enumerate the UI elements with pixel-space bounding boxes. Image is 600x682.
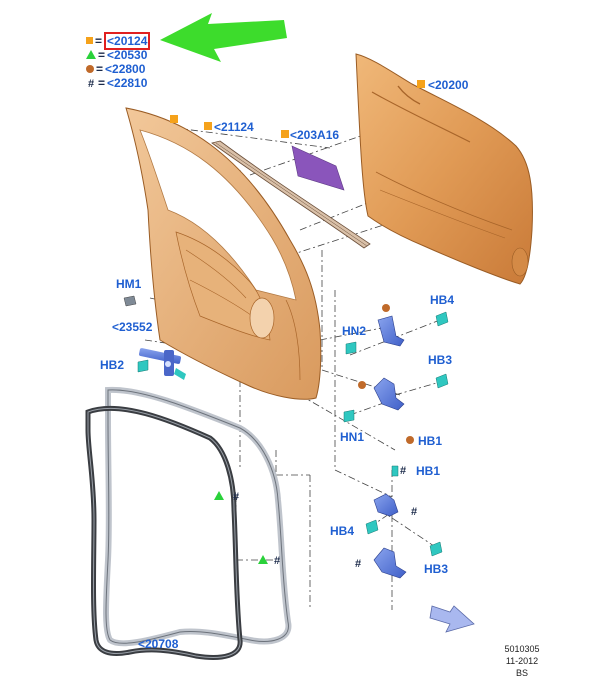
svg-text:#: # [233, 491, 239, 503]
label-hb3-low: HB3 [424, 562, 449, 576]
legend-item-square: =<20124 [86, 32, 151, 50]
svg-text:#: # [411, 506, 417, 518]
legend-ref: <22800 [105, 62, 146, 76]
legend-ref: <20530 [107, 48, 148, 62]
inner-door-frame [125, 107, 322, 400]
label-hb1-mid: HB1 [416, 464, 441, 478]
svg-text:#: # [400, 465, 406, 477]
label-hb3-top: HB3 [428, 353, 453, 367]
footer-ref: 5010305 [504, 644, 540, 654]
label-hb4-top: HB4 [430, 293, 455, 307]
outer-door-panel [355, 53, 533, 285]
footer-date: 11-2012 [505, 656, 539, 666]
green-triangle-icon [86, 50, 96, 59]
glass-run-channel [211, 140, 371, 249]
legend-item-circle: =<22800 [86, 62, 150, 76]
hinge-lower-body [373, 547, 407, 579]
label-hm1: HM1 [116, 277, 142, 291]
bolts [137, 311, 449, 557]
svg-text:#: # [274, 555, 280, 567]
label-hn2: HN2 [342, 324, 367, 338]
label-seal: <20708 [138, 637, 179, 651]
check-arm [138, 348, 186, 380]
part-22810-markers: # # # # # [233, 465, 417, 570]
legend-ref-highlighted: <20124 [104, 32, 151, 50]
legend: =<20124 =<20530 =<22800 #=<22810 [86, 32, 151, 91]
part-20530-markers [214, 491, 268, 564]
svg-text:#: # [355, 558, 361, 570]
label-pad: <203A16 [290, 128, 340, 142]
label-hb2: HB2 [100, 358, 125, 372]
label-hn1: HN1 [340, 430, 365, 444]
hinge-upper-body [373, 377, 405, 411]
part-20124-markers [170, 80, 425, 138]
legend-item-hash: #=<22810 [87, 76, 148, 90]
pointer-arrow-icon [160, 13, 287, 62]
diagram-footer: 5010305 11-2012 BS [494, 643, 550, 679]
legend-ref: <22810 [107, 76, 148, 90]
hinge-lower-door [373, 493, 399, 517]
door-seal [85, 386, 292, 660]
label-check-arm: <23552 [112, 320, 153, 334]
label-outer-panel: <20200 [428, 78, 469, 92]
brown-circle-icon [86, 65, 94, 73]
orange-square-icon [86, 37, 93, 44]
part-22800-markers [358, 304, 414, 444]
footer-code: BS [515, 668, 528, 678]
door-pad [291, 145, 345, 191]
hm1-nut [123, 295, 137, 307]
legend-item-triangle: =<20530 [86, 48, 150, 62]
front-direction-arrow-icon [429, 605, 475, 633]
label-channel: <21124 [214, 120, 254, 134]
hash-symbol: # [87, 78, 95, 90]
label-hb4-low: HB4 [330, 524, 355, 538]
label-hb1-top: HB1 [418, 434, 443, 448]
hinge-upper-door [377, 315, 405, 347]
